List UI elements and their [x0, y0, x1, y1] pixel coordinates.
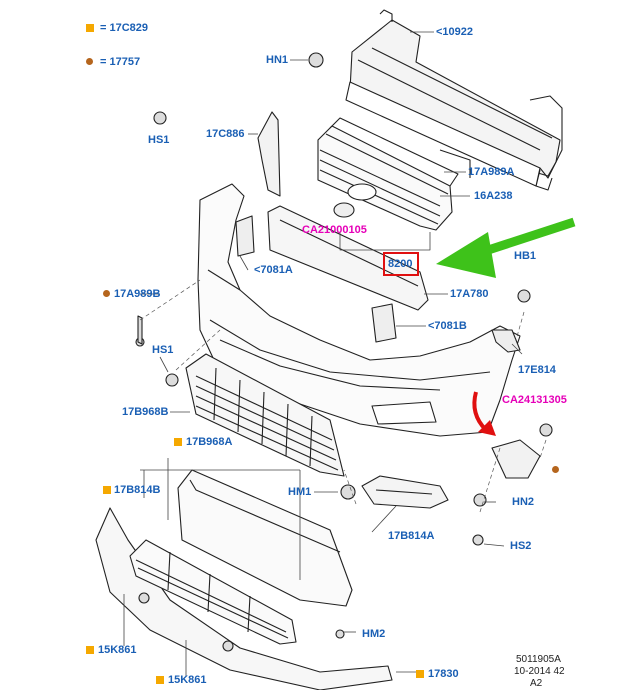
label-16a238: 16A238	[474, 190, 513, 202]
red-arrow-icon	[472, 391, 496, 436]
label-hs1-mid: HS1	[152, 344, 174, 356]
label-10922: <10922	[436, 26, 474, 38]
lower-grille	[185, 353, 345, 477]
lower-spoiler	[95, 507, 393, 690]
lower-mesh	[129, 539, 297, 645]
label-hm2: HM2	[362, 628, 386, 640]
label-8200: 8200	[388, 258, 413, 270]
legend-eq: =	[100, 22, 107, 34]
bracket-17c886	[257, 111, 281, 197]
legend-eq: =	[100, 56, 107, 68]
label-17e814: 17E814	[518, 364, 556, 376]
emblem	[333, 202, 355, 218]
label-17a989a: 17A989A	[468, 166, 515, 178]
legend-square-code: 17C829	[109, 22, 149, 34]
label-7081a: <7081A	[254, 264, 293, 276]
bumper-absorber	[267, 205, 429, 311]
label-7081b: <7081B	[428, 320, 467, 332]
label-hn1: HN1	[266, 54, 289, 66]
label-17c886: 17C886	[206, 128, 245, 140]
label-17830: 17830	[428, 668, 459, 680]
label-17b968b: 17B968B	[122, 406, 169, 418]
square-icon-17b968a	[174, 438, 182, 446]
doc-rev: A2	[530, 678, 543, 689]
dot-icon-17a989b	[103, 290, 110, 297]
legend-dot-code: 17757	[109, 56, 141, 68]
legend-dot-icon	[86, 58, 93, 65]
washer-part	[491, 439, 541, 479]
label-17b968a: 17B968A	[186, 436, 233, 448]
doc-id: 5011905A	[516, 654, 561, 665]
label-17a989b: 17A989B	[114, 288, 161, 300]
lower-grille-panel	[177, 469, 353, 607]
square-icon-15k861-a	[86, 646, 94, 654]
leader-lines	[123, 31, 523, 676]
square-icon-17830	[416, 670, 424, 678]
legend-dot-text: = 17757	[100, 56, 140, 68]
square-icon-17b814b	[103, 486, 111, 494]
green-arrow-icon	[436, 217, 576, 278]
fasteners	[135, 52, 553, 652]
reinforcement-beam	[345, 9, 563, 191]
label-hs1-top: HS1	[148, 134, 170, 146]
doc-date: 10-2014 42	[514, 666, 565, 677]
label-17a780: 17A780	[450, 288, 489, 300]
label-17b814b: 17B814B	[114, 484, 161, 496]
label-hn2: HN2	[512, 496, 535, 508]
dot-icon-washer	[552, 466, 559, 473]
label-ca24131305: CA24131305	[502, 394, 567, 406]
label-17b814a: 17B814A	[388, 530, 435, 542]
legend-square-icon	[86, 24, 94, 32]
label-15k861-a: 15K861	[98, 644, 137, 656]
highlight-box-8200	[383, 252, 419, 276]
legend-square-text: = 17C829	[100, 22, 148, 34]
bracket-7081b	[371, 303, 397, 343]
dashed-guides	[139, 279, 547, 513]
side-bracket	[491, 329, 521, 353]
label-ca21000105: CA21000105	[302, 224, 367, 236]
label-15k861-b: 15K861	[168, 674, 207, 686]
label-hs2: HS2	[510, 540, 532, 552]
bracket-7081a	[235, 215, 255, 257]
label-hm1: HM1	[288, 486, 312, 498]
label-hb1: HB1	[514, 250, 537, 262]
square-icon-15k861-b	[156, 676, 164, 684]
upper-grille	[317, 117, 471, 231]
